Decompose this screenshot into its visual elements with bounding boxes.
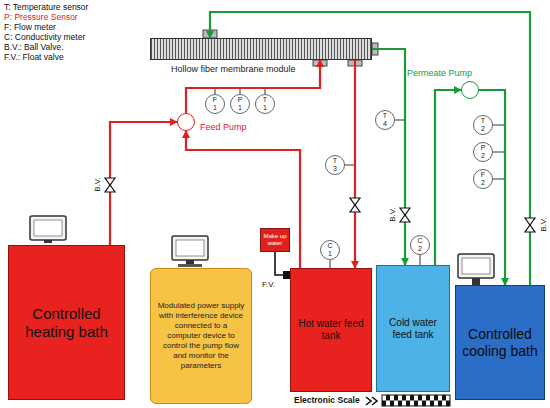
scale-check [426, 395, 430, 401]
cooling-bath: Controlled cooling bath [455, 285, 545, 400]
feed-pump: Feed Pump [177, 113, 195, 131]
node-text: C [417, 237, 422, 245]
sensor-gauge: T2 [473, 115, 493, 135]
sensor-stalks [215, 88, 505, 268]
sensor-gauge: T1 [255, 94, 275, 114]
node-text: Hot water feed tank [297, 318, 365, 342]
legend-text: F: Flow meter [4, 23, 56, 33]
valve-label: B.V. [387, 208, 396, 222]
sensor-gauge: T4 [375, 110, 395, 130]
ball-valve [105, 178, 115, 192]
node-text: 2 [481, 152, 485, 160]
pipe-line [110, 122, 177, 245]
legend-text: F.V.: Float valve [4, 53, 64, 63]
scale-check [434, 395, 438, 401]
legend-text: C: Conductivity meter [4, 33, 85, 43]
computer-icon [458, 254, 494, 285]
valve-label: B.V. [538, 218, 547, 232]
node-heading: Hollow fiber membrane module [171, 64, 296, 75]
electronic-scale [366, 395, 450, 406]
makeup-water-box: Make up water [260, 228, 290, 252]
scale-check [446, 401, 450, 407]
scale-check [422, 401, 426, 407]
node-text: 1 [328, 250, 332, 258]
node-text: P [238, 96, 243, 104]
pipe-line [372, 49, 405, 265]
sensor-gauge: F1 [205, 94, 225, 114]
scale-label: Electronic Scale [294, 396, 360, 406]
computer-icon [172, 236, 208, 267]
power-supply-box: Modulated power supply with interference… [150, 268, 252, 404]
node-text: Cold water feed tank [383, 317, 443, 341]
sensor-gauge: T3 [325, 155, 345, 175]
node-text: T [383, 112, 387, 120]
legend-text: T: Temperature sensor [4, 3, 88, 13]
node-heading: Feed Pump [200, 122, 247, 133]
node-text: 1 [213, 104, 217, 112]
ball-valve [350, 198, 360, 212]
scale-check [382, 401, 386, 407]
node-text: F [481, 171, 485, 179]
legend-text: P: Pressure Sensor [4, 13, 78, 23]
scale-check [390, 401, 394, 407]
scale-check [418, 395, 422, 401]
ball-valve [525, 218, 535, 232]
scale-check [386, 395, 390, 401]
node-text: T [263, 96, 267, 104]
sensor-gauge: F2 [473, 169, 493, 189]
pipe-line [275, 252, 290, 275]
hot-tank: Hot water feed tank [290, 268, 372, 392]
legend-text: B.V.: Ball Valve. [4, 43, 64, 53]
node-text: C [327, 242, 332, 250]
node-text: 2 [481, 179, 485, 187]
node-text: Controlled cooling bath [462, 326, 538, 360]
sensor-gauge: C2 [410, 235, 430, 255]
node-text: 1 [238, 104, 242, 112]
node-text: 1 [263, 104, 267, 112]
computer-icon [30, 216, 66, 243]
membrane-module: Hollow fiber membrane module [150, 38, 372, 60]
node-text: 2 [418, 245, 422, 253]
pipe-line [186, 131, 300, 268]
valve-label: F.V. [262, 280, 275, 289]
node-text: T [481, 117, 485, 125]
node-text: 4 [383, 120, 387, 128]
sensor-gauge: P2 [473, 142, 493, 162]
node-text: T [333, 157, 337, 165]
node-text: 3 [333, 165, 337, 173]
sensor-gauge: P1 [230, 94, 250, 114]
scale-check [442, 395, 446, 401]
scale-check [430, 401, 434, 407]
node-text: Make up water [262, 233, 288, 247]
node-text: Modulated power supply with interference… [157, 301, 245, 371]
ball-valve [400, 208, 410, 222]
node-text: P [481, 144, 486, 152]
cold-tank: Cold water feed tank [376, 265, 450, 392]
node-text: 2 [481, 125, 485, 133]
permeate-pump: Permeate Pump [461, 81, 479, 99]
node-text: Controlled heating bath [17, 305, 116, 341]
node-text: F [213, 96, 217, 104]
scale-check [402, 395, 406, 401]
node-heading: Permeate Pump [407, 68, 472, 79]
scale-check [414, 401, 418, 407]
heating-bath: Controlled heating bath [8, 245, 125, 400]
sensor-gauge: C1 [320, 240, 340, 260]
valve-label: B.V. [92, 178, 101, 192]
scale-check [394, 395, 398, 401]
scale-check [398, 401, 402, 407]
scale-check [406, 401, 410, 407]
scale-check [410, 395, 414, 401]
pipe-line [435, 90, 461, 265]
scale-check [438, 401, 442, 407]
pipe-line [354, 60, 356, 268]
